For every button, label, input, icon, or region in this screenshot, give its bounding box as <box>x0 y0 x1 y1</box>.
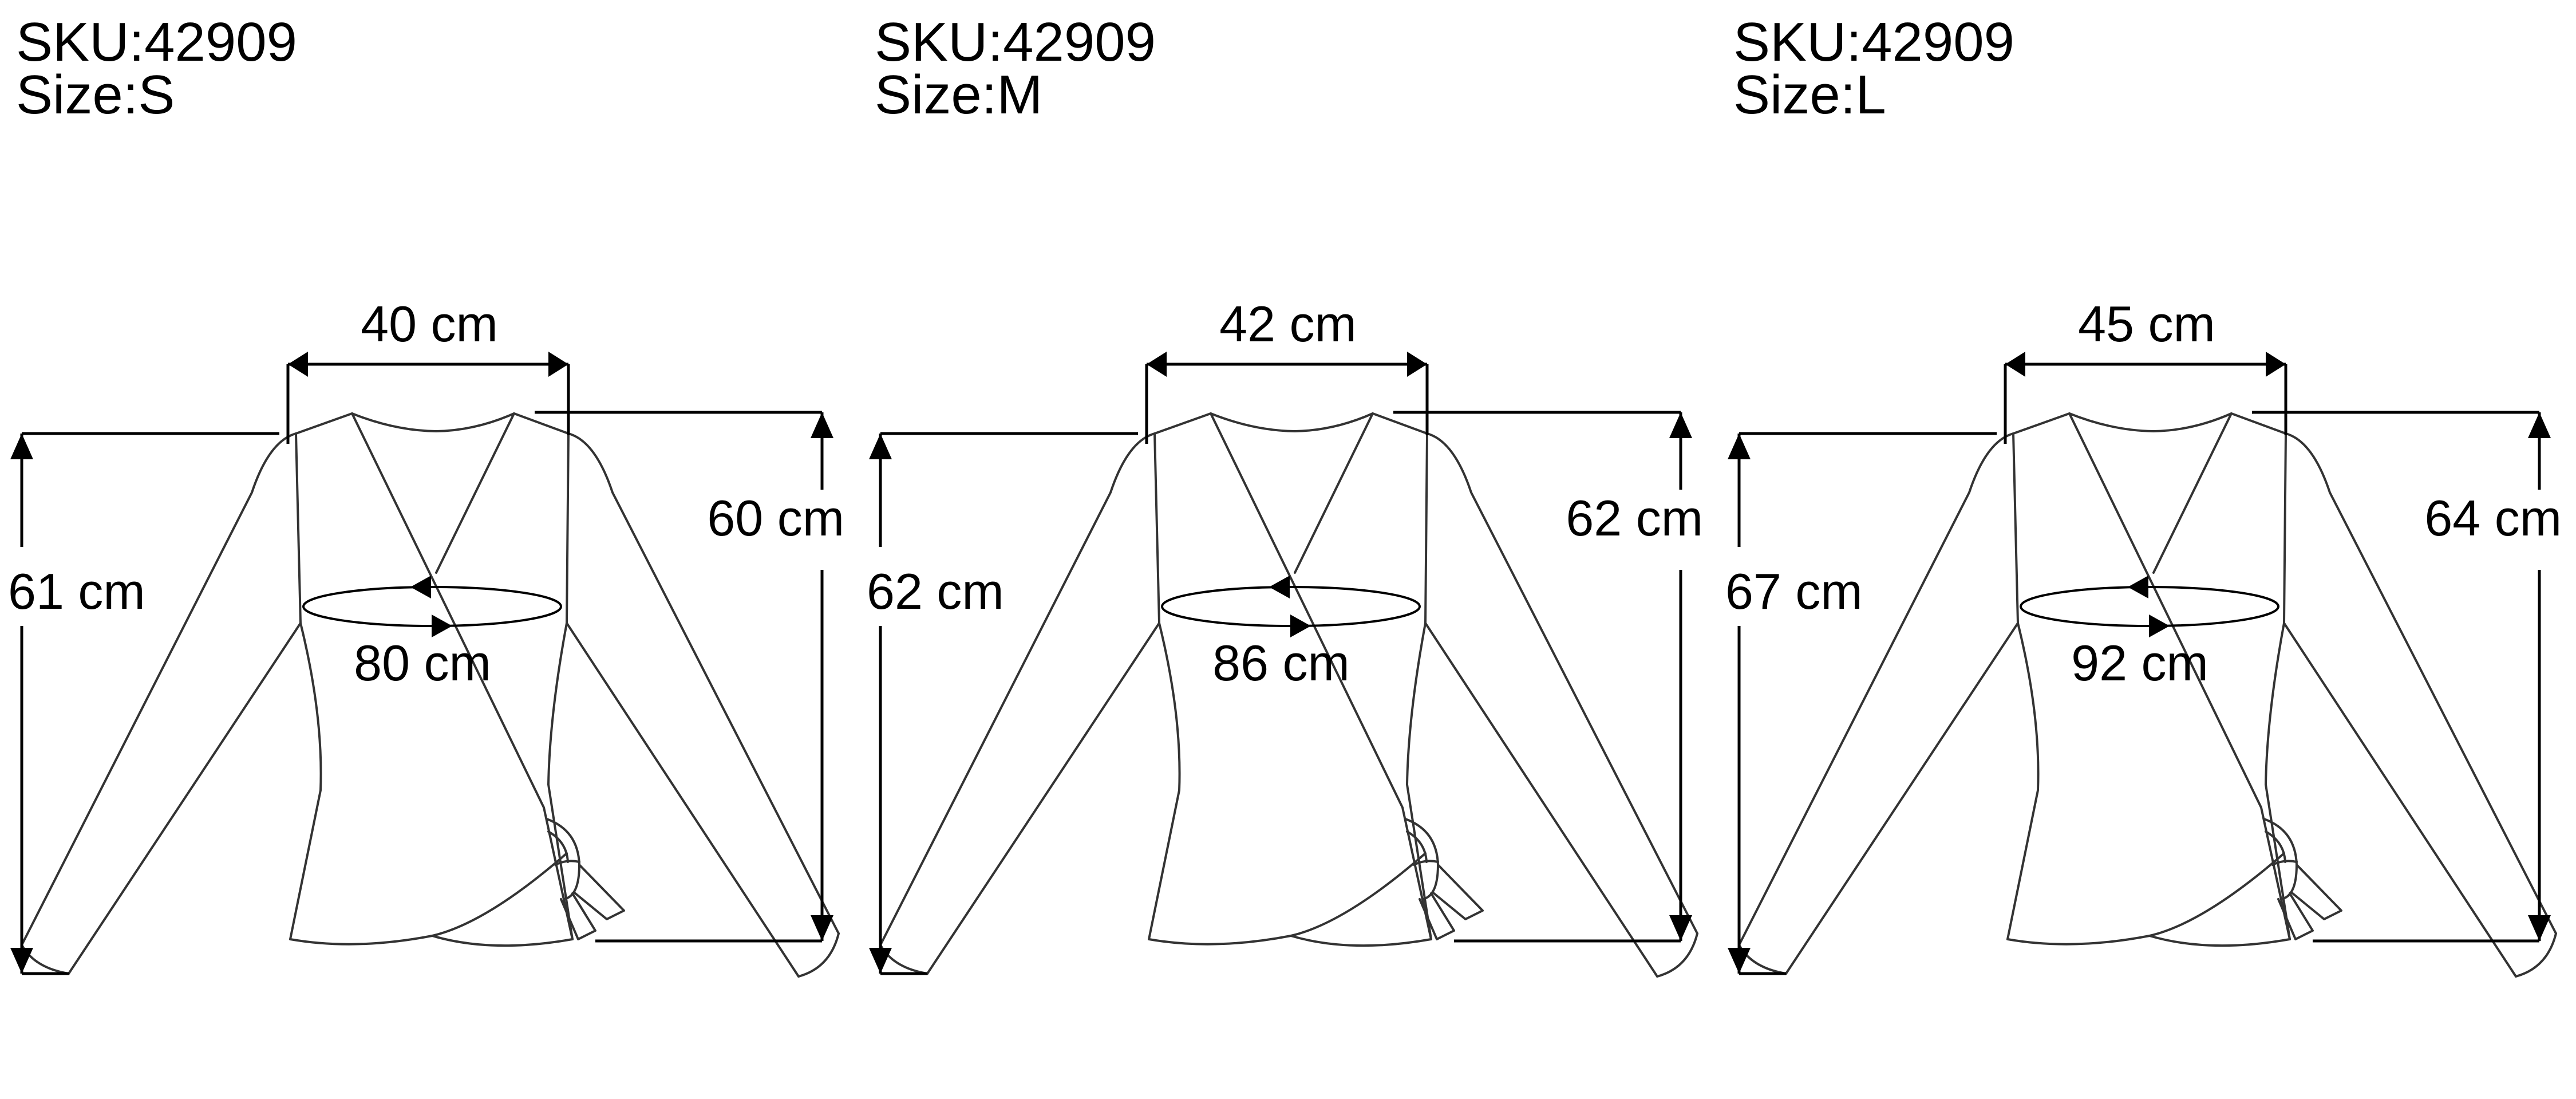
arrow-up-icon <box>1728 434 1751 459</box>
chest-circumference-label: 80 cm <box>354 635 491 691</box>
garment-drawing: 40 cm 61 cm <box>8 296 844 978</box>
left-length-dimension: 67 cm <box>1725 432 1997 975</box>
arrow-right-icon <box>432 615 452 637</box>
arrow-up-icon <box>811 412 833 438</box>
right-length-label: 64 cm <box>2424 490 2562 546</box>
shoulder-width-dimension: 40 cm <box>286 296 570 444</box>
size-label: Size:L <box>1733 64 1886 125</box>
left-length-dimension: 62 cm <box>867 432 1138 975</box>
shoulder-width-dimension: 42 cm <box>1145 296 1429 444</box>
arrow-right-icon <box>1290 615 1311 637</box>
arrow-left-icon <box>1147 352 1167 377</box>
arrow-down-icon <box>869 948 892 974</box>
sku-label: SKU:42909 <box>875 11 1156 73</box>
chest-circumference-dimension: 80 cm <box>302 576 562 691</box>
garment-drawing: 45 cm 67 cm <box>1725 296 2562 978</box>
left-length-dimension: 61 cm <box>8 432 279 975</box>
chest-circumference-dimension: 86 cm <box>1161 576 1421 691</box>
arrow-left-icon <box>288 352 308 377</box>
sku-label: SKU:42909 <box>16 11 298 73</box>
arrow-right-icon <box>2266 352 2286 377</box>
arrow-up-icon <box>2528 412 2551 438</box>
arrow-up-icon <box>10 434 33 459</box>
size-label: Size:M <box>875 64 1043 125</box>
arrow-down-icon <box>10 948 33 974</box>
shoulder-width-label: 45 cm <box>2078 296 2215 352</box>
arrow-right-icon <box>548 352 568 377</box>
garment-outline <box>1738 412 2557 978</box>
chest-circumference-label: 86 cm <box>1212 635 1350 691</box>
left-length-label: 62 cm <box>867 563 1004 620</box>
shoulder-width-label: 40 cm <box>361 296 498 352</box>
arrow-left-icon <box>2005 352 2025 377</box>
chest-circumference-dimension: 92 cm <box>2020 576 2279 691</box>
arrow-down-icon <box>811 915 833 941</box>
size-panel-l: SKU:42909 Size:L <box>1717 0 2576 1099</box>
garment-outline <box>879 412 1698 978</box>
right-length-label: 62 cm <box>1566 490 1703 546</box>
size-panel-s: SKU:42909 Size:S <box>0 0 859 1099</box>
right-length-label: 60 cm <box>707 490 844 546</box>
garment-drawing: 42 cm 62 cm <box>867 296 1703 978</box>
arrow-right-icon <box>2149 615 2170 637</box>
size-panel-m: SKU:42909 Size:M <box>859 0 1717 1099</box>
shoulder-width-dimension: 45 cm <box>2004 296 2287 444</box>
shoulder-width-label: 42 cm <box>1219 296 1357 352</box>
left-length-label: 61 cm <box>8 563 145 620</box>
right-length-dimension: 60 cm <box>535 411 844 943</box>
arrow-up-icon <box>869 434 892 459</box>
right-length-dimension: 64 cm <box>2252 411 2562 943</box>
arrow-left-icon <box>2128 576 2148 598</box>
garment-outline <box>21 412 840 978</box>
arrow-down-icon <box>1669 915 1692 941</box>
arrow-down-icon <box>1728 948 1751 974</box>
arrow-down-icon <box>2528 915 2551 941</box>
chest-circumference-label: 92 cm <box>2071 635 2208 691</box>
arrow-right-icon <box>1407 352 1427 377</box>
right-length-dimension: 62 cm <box>1393 411 1703 943</box>
arrow-left-icon <box>410 576 431 598</box>
arrow-up-icon <box>1669 412 1692 438</box>
sku-label: SKU:42909 <box>1733 11 2015 73</box>
size-label: Size:S <box>16 64 175 125</box>
arrow-left-icon <box>1269 576 1290 598</box>
left-length-label: 67 cm <box>1725 563 1863 620</box>
